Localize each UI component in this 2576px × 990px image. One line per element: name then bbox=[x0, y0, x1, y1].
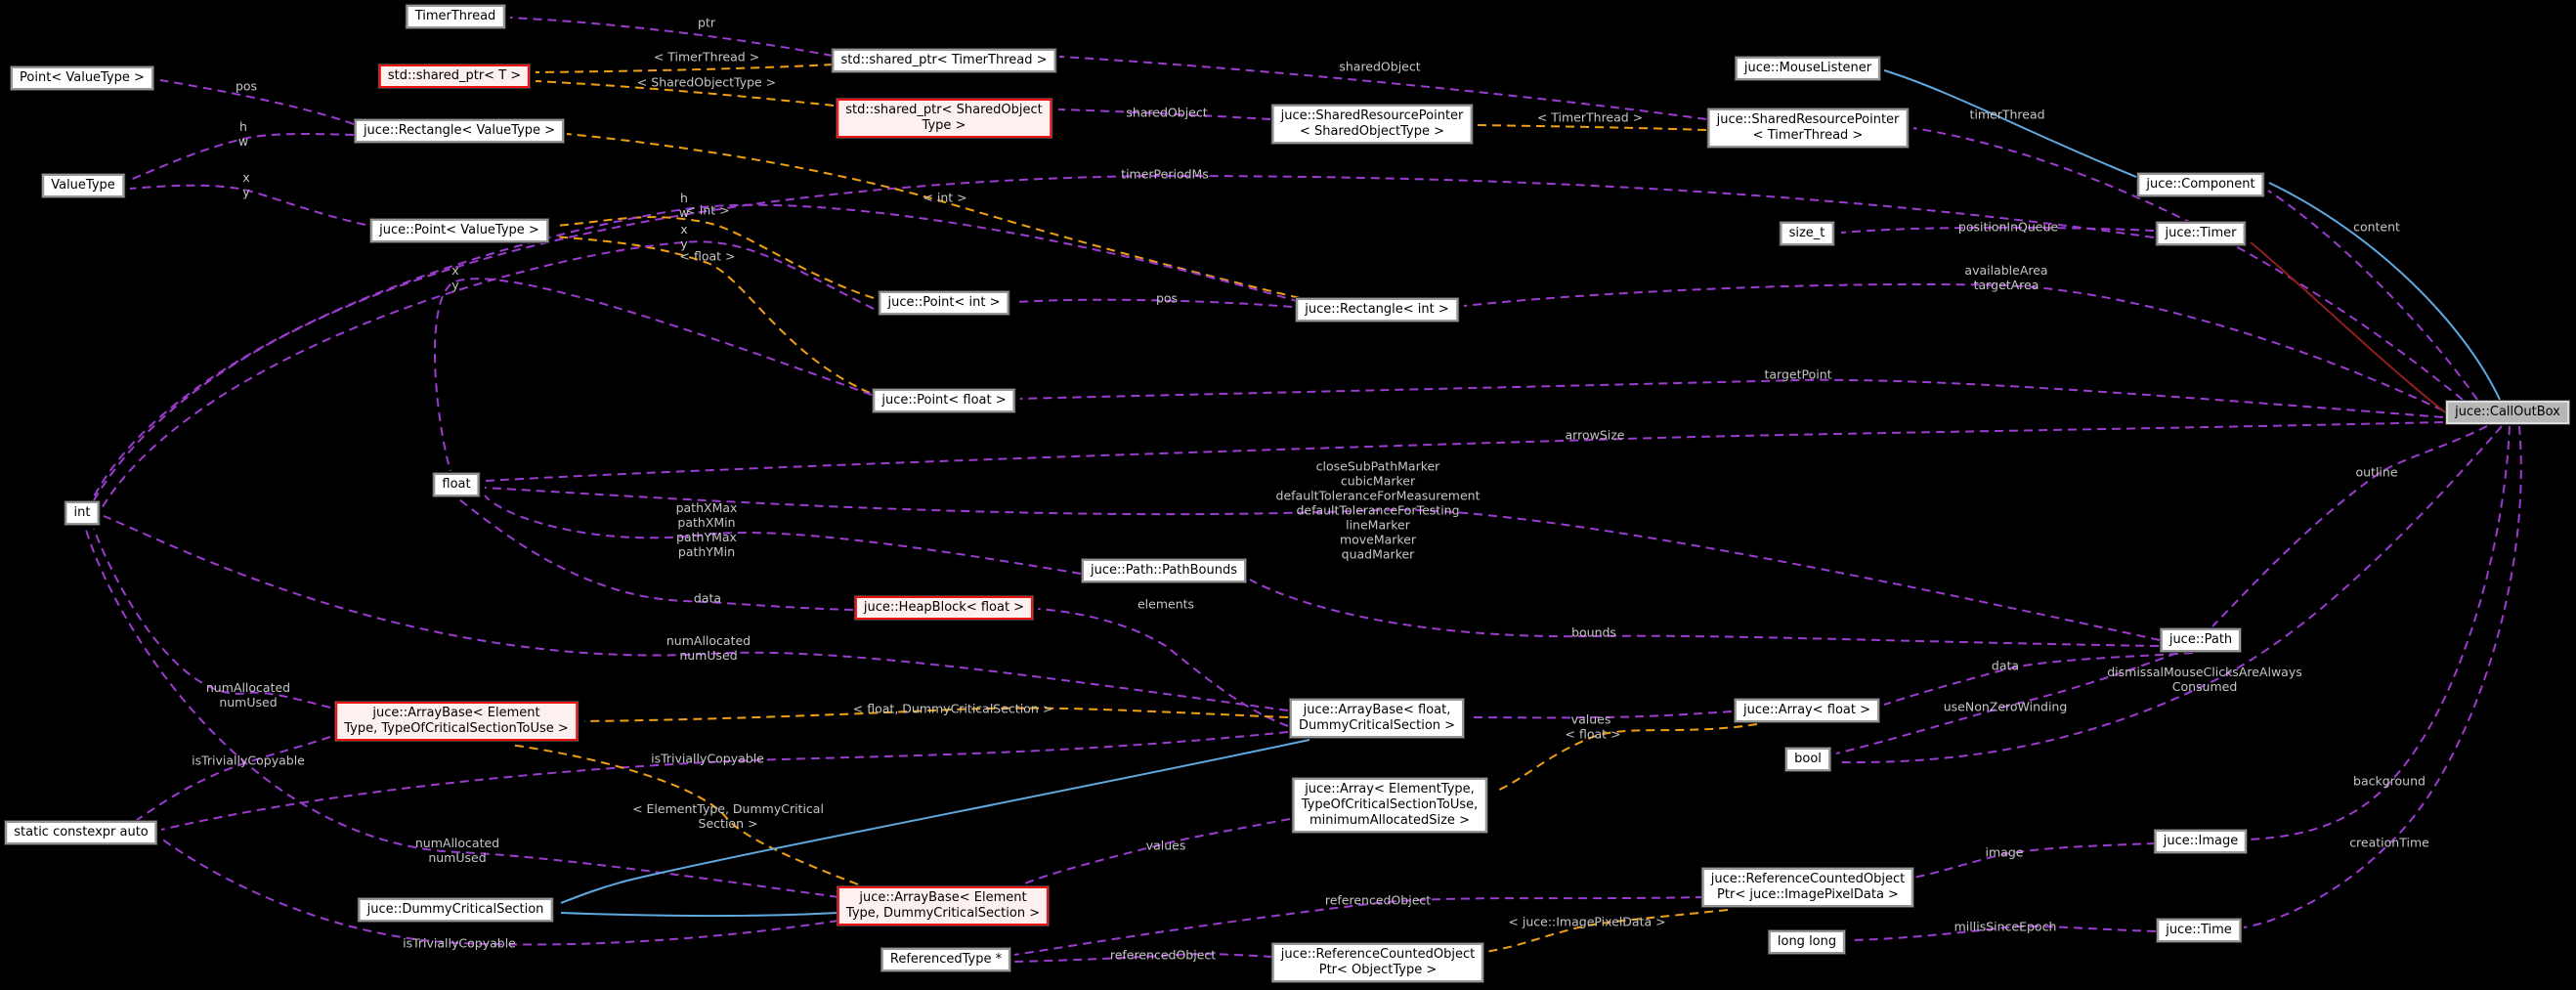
edge-usage bbox=[129, 184, 366, 226]
edge-tmpl bbox=[554, 216, 875, 299]
node-arraybase-elementtype-dummycriticalsection[interactable]: juce::ArrayBase< Element Type, DummyCrit… bbox=[837, 886, 1050, 925]
node-calloutbox: juce::CallOutBox bbox=[2446, 401, 2569, 424]
edge-usage bbox=[129, 133, 355, 181]
edge-inherit bbox=[560, 739, 1310, 904]
node-point-valuetype[interactable]: Point< ValueType > bbox=[11, 66, 153, 90]
edge-usage bbox=[484, 421, 2444, 482]
edge-usage bbox=[1883, 652, 2194, 706]
edge-usage bbox=[160, 838, 839, 946]
node-timer[interactable]: juce::Timer bbox=[2156, 222, 2246, 245]
edge-usage bbox=[1057, 108, 1271, 120]
node-dummycriticalsection[interactable]: juce::DummyCriticalSection bbox=[358, 898, 553, 922]
node-arraybase-elementtype-typeofcriticalsectiontouse[interactable]: juce::ArrayBase< Element Type, TypeOfCri… bbox=[335, 702, 578, 741]
edge-usage bbox=[159, 79, 355, 125]
node-std-shared-ptr-sharedobjecttype[interactable]: std::shared_ptr< SharedObject Type > bbox=[837, 99, 1052, 138]
node-juce-point-valuetype[interactable]: juce::Point< ValueType > bbox=[370, 219, 548, 242]
edge-tmpl bbox=[535, 80, 835, 107]
node-path-pathbounds[interactable]: juce::Path::PathBounds bbox=[1081, 559, 1247, 582]
node-arraybase-float-dummycriticalsection[interactable]: juce::ArrayBase< float, DummyCriticalSec… bbox=[1289, 699, 1465, 738]
node-long-long[interactable]: long long bbox=[1768, 930, 1846, 954]
edge-usage bbox=[458, 498, 854, 611]
edge-tmpl bbox=[535, 64, 834, 73]
edge-usage bbox=[2211, 425, 2488, 627]
node-array-elementtype[interactable]: juce::Array< ElementType, TypeOfCritical… bbox=[1292, 778, 1487, 833]
node-point-float[interactable]: juce::Point< float > bbox=[873, 389, 1015, 412]
node-path[interactable]: juce::Path bbox=[2160, 628, 2242, 652]
edge-usage bbox=[1013, 896, 1705, 956]
node-point-int[interactable]: juce::Point< int > bbox=[879, 291, 1009, 315]
edge-tmpl bbox=[1477, 124, 1707, 131]
edge-usage bbox=[1015, 298, 1293, 308]
edge-tmpl bbox=[554, 236, 871, 394]
node-mouse-listener[interactable]: juce::MouseListener bbox=[1735, 57, 1881, 80]
edge-tmpl bbox=[1494, 723, 1758, 793]
edge-usage bbox=[1249, 579, 2160, 647]
edge-usage bbox=[1912, 842, 2157, 879]
edge-usage bbox=[101, 240, 875, 509]
node-shared-resource-pointer-sharedobjecttype[interactable]: juce::SharedResourcePointer < SharedObje… bbox=[1271, 105, 1473, 144]
node-std-shared-ptr-t[interactable]: std::shared_ptr< T > bbox=[378, 65, 531, 88]
edge-usage bbox=[1912, 127, 2464, 401]
edge-usage bbox=[1463, 282, 2444, 411]
edge-usage bbox=[1037, 608, 1289, 727]
edge-usage bbox=[2267, 190, 2478, 401]
edge-inherit bbox=[1883, 69, 2137, 178]
node-timer-thread[interactable]: TimerThread bbox=[406, 5, 505, 28]
node-reference-counted-object-ptr-imagepixeldata[interactable]: juce::ReferenceCountedObject Ptr< juce::… bbox=[1701, 868, 1914, 907]
edge-usage bbox=[160, 731, 1289, 831]
node-time[interactable]: juce::Time bbox=[2157, 919, 2241, 942]
node-size-t[interactable]: size_t bbox=[1780, 222, 1834, 245]
node-referencedtype-ptr[interactable]: ReferencedType * bbox=[880, 948, 1011, 971]
edge-usage bbox=[1019, 378, 2444, 418]
edge-usage bbox=[509, 17, 834, 57]
edge-usage bbox=[136, 736, 331, 821]
node-component[interactable]: juce::Component bbox=[2137, 173, 2264, 196]
edge-usage bbox=[1835, 425, 2503, 764]
edge-tmpl bbox=[1484, 909, 1729, 953]
edge-usage bbox=[484, 487, 2161, 641]
edge-usage bbox=[1019, 818, 1291, 886]
edge-usage bbox=[2247, 425, 2511, 840]
node-array-float[interactable]: juce::Array< float > bbox=[1734, 699, 1880, 722]
node-bool[interactable]: bool bbox=[1785, 748, 1830, 771]
node-image[interactable]: juce::Image bbox=[2154, 830, 2248, 853]
node-int[interactable]: int bbox=[64, 501, 100, 525]
node-shared-resource-pointer-timerthread[interactable]: juce::SharedResourcePointer < TimerThrea… bbox=[1707, 108, 1909, 148]
edge-usage bbox=[103, 515, 1289, 711]
edge-usage bbox=[484, 495, 1082, 575]
edge-usage bbox=[1469, 710, 1733, 719]
edge-usage bbox=[2243, 425, 2522, 928]
edge-usage bbox=[1013, 953, 1273, 963]
edge-usage bbox=[1835, 652, 2178, 754]
node-static-constexpr-auto[interactable]: static constexpr auto bbox=[5, 821, 157, 844]
node-reference-counted-object-ptr-objecttype[interactable]: juce::ReferenceCountedObject Ptr< Object… bbox=[1271, 943, 1484, 982]
edge-inherit bbox=[560, 912, 839, 917]
node-rectangle-valuetype[interactable]: juce::Rectangle< ValueType > bbox=[354, 119, 565, 143]
node-rectangle-int[interactable]: juce::Rectangle< int > bbox=[1296, 298, 1458, 322]
edge-usage bbox=[433, 278, 873, 472]
edge-usage bbox=[91, 203, 1301, 501]
edge-private bbox=[2250, 241, 2454, 419]
edge-usage bbox=[93, 528, 331, 709]
edge-inherit bbox=[2268, 182, 2501, 401]
edge-tmpl bbox=[583, 707, 1289, 722]
edge-tmpl bbox=[509, 744, 859, 885]
edge-usage bbox=[1850, 925, 2157, 941]
edge-usage bbox=[85, 529, 839, 898]
node-float[interactable]: float bbox=[433, 473, 480, 496]
node-valuetype[interactable]: ValueType bbox=[42, 174, 124, 197]
node-std-shared-ptr-timerthread[interactable]: std::shared_ptr< TimerThread > bbox=[832, 49, 1056, 72]
edge-usage bbox=[1840, 226, 2155, 234]
edge-tmpl bbox=[566, 133, 1301, 299]
node-heapblock-float[interactable]: juce::HeapBlock< float > bbox=[854, 596, 1034, 620]
